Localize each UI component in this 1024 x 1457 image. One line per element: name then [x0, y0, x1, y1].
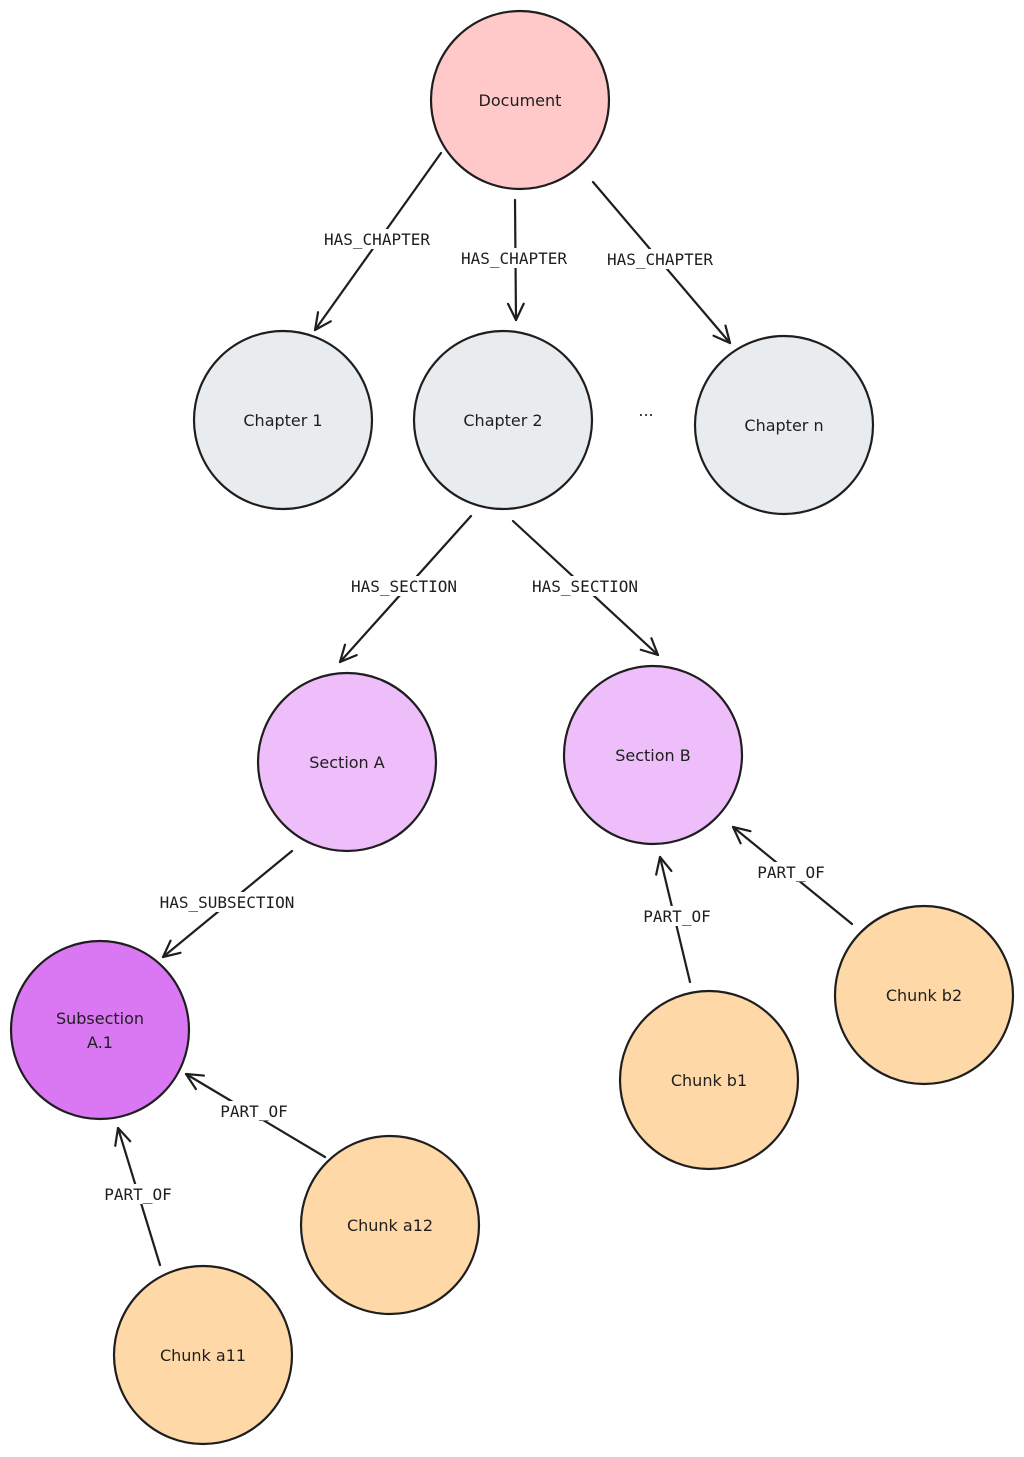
edge-document-to-chapter-1: HAS_CHAPTER	[313, 151, 443, 332]
node-chunk-a11[interactable]: Chunk a11	[112, 1264, 294, 1446]
edge-label: HAS_CHAPTER	[607, 250, 713, 269]
node-circle	[299, 1134, 481, 1316]
arrowhead-icon	[655, 855, 673, 876]
edge-label: HAS_SECTION	[351, 577, 457, 596]
edge-chapter-2-to-section-a: HAS_SECTION	[338, 514, 473, 664]
node-circle	[429, 9, 611, 191]
node-section-b[interactable]: Section B	[562, 664, 744, 846]
edge-chunk-b2-to-section-b: PART_OF	[731, 825, 854, 926]
arrowhead-icon	[731, 825, 752, 845]
node-label: Section B	[615, 746, 691, 765]
arrowhead-icon	[161, 939, 182, 959]
node-chapter-n[interactable]: Chapter n	[693, 334, 875, 516]
edge-chunk-b1-to-section-b: PART_OF	[641, 855, 713, 984]
arrowhead-icon	[114, 1126, 132, 1147]
arrowhead-icon	[184, 1072, 206, 1091]
node-circle	[618, 989, 800, 1171]
arrowhead-icon	[313, 311, 332, 332]
edge-document-to-chapter-n: HAS_CHAPTER	[591, 180, 732, 345]
node-section-a[interactable]: Section A	[256, 671, 438, 853]
edge-document-to-chapter-2: HAS_CHAPTER	[459, 198, 569, 322]
node-label: Chapter n	[744, 416, 823, 435]
node-circle	[112, 1264, 294, 1446]
node-chunk-b1[interactable]: Chunk b1	[618, 989, 800, 1171]
edge-label: PART_OF	[104, 1185, 171, 1204]
edge-label: HAS_SECTION	[532, 577, 638, 596]
node-label: Chapter 2	[463, 411, 542, 430]
edge-label: HAS_SUBSECTION	[160, 893, 295, 912]
edge-label-background	[755, 862, 827, 882]
arrowhead-icon	[639, 637, 660, 657]
edge-label: PART_OF	[220, 1102, 287, 1121]
node-chapter-2[interactable]: Chapter 2	[412, 329, 594, 511]
arrowhead-icon	[712, 324, 732, 345]
node-circle	[562, 664, 744, 846]
arrowhead-icon	[506, 302, 525, 322]
node-chapter-1[interactable]: Chapter 1	[192, 329, 374, 511]
edges-layer: HAS_CHAPTER HAS_CHAPTER HAS_CHAPTER HAS_SEC…	[102, 151, 854, 1267]
edge-label: HAS_CHAPTER	[324, 230, 430, 249]
edge-label-background	[218, 1101, 290, 1121]
node-circle	[412, 329, 594, 511]
arrowhead-icon	[338, 643, 358, 664]
node-label: Chunk b2	[886, 986, 962, 1005]
node-circle	[9, 939, 191, 1121]
node-label: Document	[479, 91, 562, 110]
edge-label-background	[349, 576, 459, 596]
edge-label-background	[530, 576, 640, 596]
node-circle	[192, 329, 374, 511]
node-label: Subsection	[56, 1009, 144, 1028]
edge-section-a-to-subsection-a1: HAS_SUBSECTION	[157, 849, 297, 959]
edge-label-background	[459, 248, 569, 268]
node-circle	[833, 904, 1015, 1086]
node-chunk-b2[interactable]: Chunk b2	[833, 904, 1015, 1086]
edge-label-background	[157, 892, 297, 912]
edge-label: HAS_CHAPTER	[461, 249, 567, 268]
node-label: Section A	[309, 753, 385, 772]
node-circle	[256, 671, 438, 853]
node-circle	[693, 334, 875, 516]
node-label: Chunk a11	[160, 1346, 246, 1365]
node-label: Chunk a12	[347, 1216, 433, 1235]
node-document[interactable]: Document	[429, 9, 611, 191]
edge-label-background	[641, 906, 713, 926]
more-chapters-ellipsis: ...	[638, 401, 653, 420]
edge-chunk-a11-to-subsection-a1: PART_OF	[102, 1126, 174, 1267]
node-label: Chapter 1	[243, 411, 322, 430]
edge-label-background	[102, 1184, 174, 1204]
edge-label: PART_OF	[643, 907, 710, 926]
edge-label: PART_OF	[757, 863, 824, 882]
edge-chunk-a12-to-subsection-a1: PART_OF	[184, 1072, 327, 1159]
node-label: A.1	[87, 1033, 113, 1052]
node-chunk-a12[interactable]: Chunk a12	[299, 1134, 481, 1316]
edge-label-background	[322, 229, 432, 249]
node-label: Chunk b1	[671, 1071, 747, 1090]
edge-label-background	[605, 249, 715, 269]
edge-chapter-2-to-section-b: HAS_SECTION	[511, 519, 660, 657]
